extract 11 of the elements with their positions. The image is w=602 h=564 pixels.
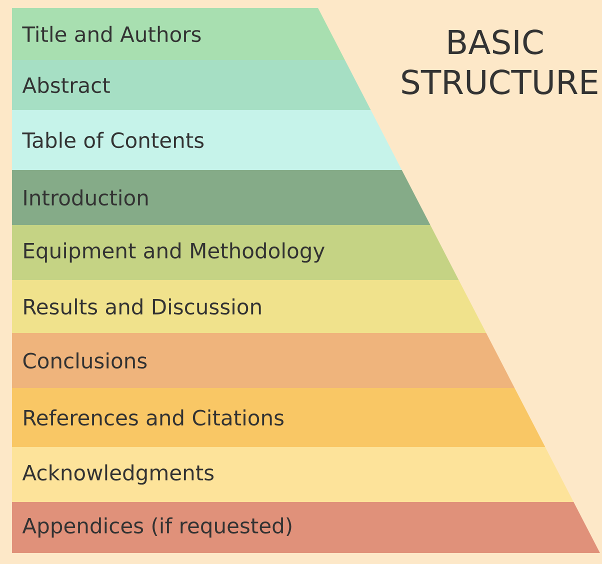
title: BASIC STRUCTURE (402, 30, 598, 94)
pyramid-band: Title and Authors (12, 8, 345, 60)
pyramid-band: Equipment and Methodology (12, 225, 459, 280)
pyramid-band: Results and Discussion (12, 280, 486, 333)
pyramid-band: Table of Contents (12, 110, 402, 170)
pyramid-band: Abstract (12, 60, 371, 110)
pyramid-band: Introduction (12, 170, 430, 225)
pyramid-band: Acknowledgments (12, 447, 574, 502)
pyramid-band: Appendices (if requested) (12, 502, 600, 553)
pyramid-band: Conclusions (12, 333, 515, 388)
pyramid-band: References and Citations (12, 388, 546, 447)
